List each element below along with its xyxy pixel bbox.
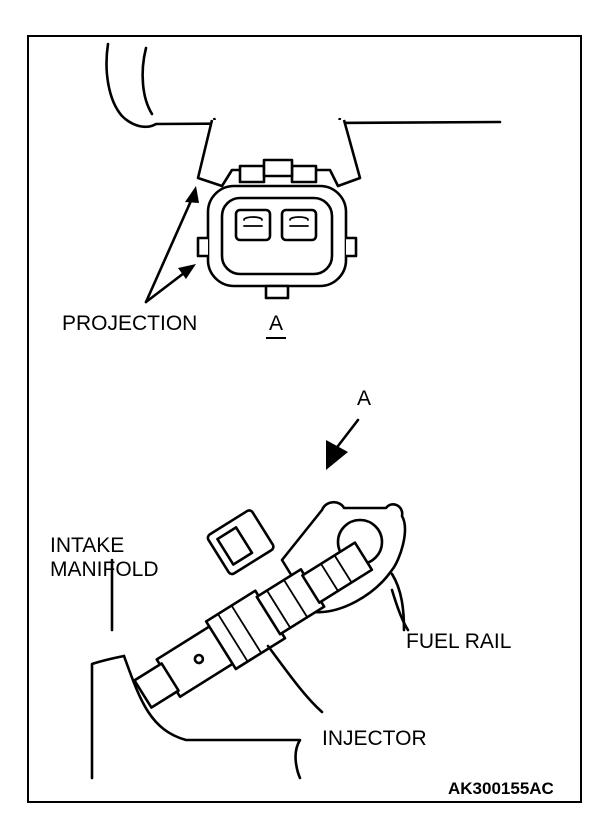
intake-manifold (90, 558, 302, 780)
terminal-pin-right (289, 216, 309, 227)
intake-label-line2: MANIFOLD (50, 558, 159, 581)
terminal-pin-left (243, 216, 263, 227)
injector-label: INJECTOR (322, 727, 427, 750)
projection-left (196, 236, 208, 258)
fuel-rail-leader (390, 588, 410, 632)
injector-assembly (133, 509, 374, 709)
projection-leaders (144, 186, 199, 304)
terminal-cavity-left (234, 208, 272, 242)
projection-right (346, 236, 358, 258)
connector-view (105, 42, 502, 300)
locking-tab-left (238, 164, 266, 184)
figure-code: AK300155AC (448, 779, 554, 798)
view-a-label: A (269, 312, 283, 335)
locking-tab-center (262, 158, 294, 178)
view-direction-arrow: A (326, 387, 371, 470)
fuel-rail-label: FUEL RAIL (406, 630, 511, 653)
view-arrow-label: A (357, 387, 371, 410)
hand-outline (105, 42, 502, 129)
projection-label: PROJECTION (62, 312, 197, 335)
injector-leader (266, 644, 324, 714)
terminal-cavity-right (280, 208, 318, 242)
intake-label-line1: INTAKE (50, 534, 124, 557)
locking-tab-right (290, 164, 318, 184)
bottom-key (264, 284, 290, 300)
hand-fold (141, 46, 154, 116)
